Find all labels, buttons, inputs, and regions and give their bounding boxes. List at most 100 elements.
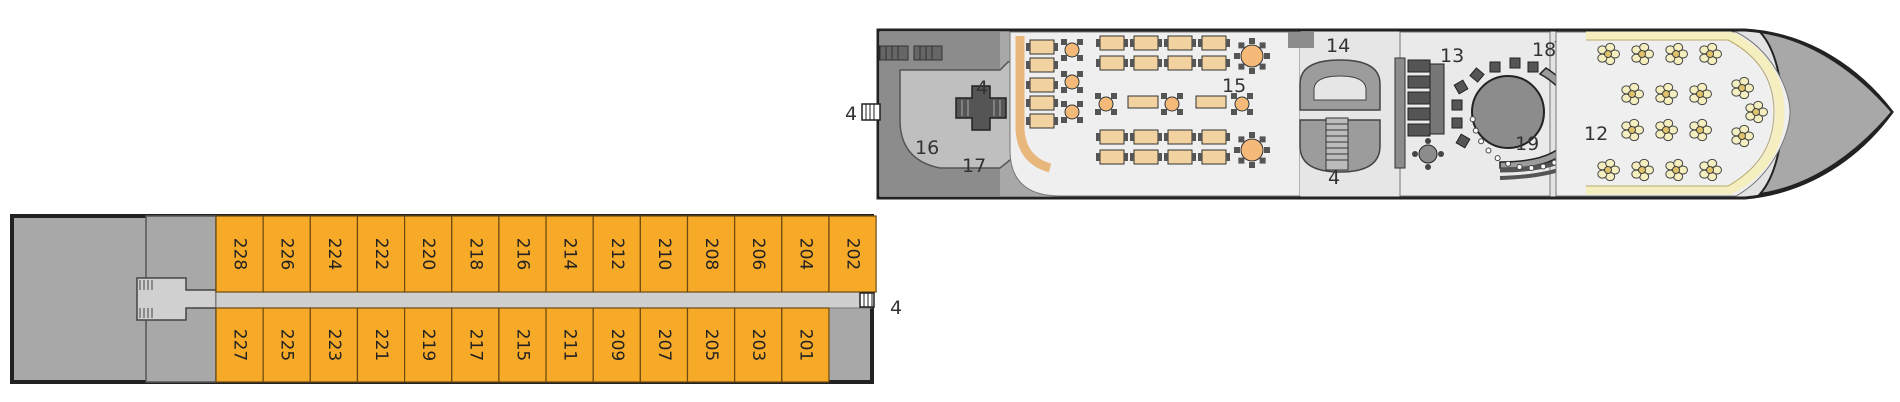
cabin-212[interactable]: 212 bbox=[592, 215, 641, 293]
cabin-204[interactable]: 204 bbox=[781, 215, 830, 293]
cabin-206[interactable]: 206 bbox=[734, 215, 783, 293]
table-for-four-icon bbox=[1198, 129, 1230, 145]
cabin-box[interactable] bbox=[451, 215, 500, 293]
restaurant-tables bbox=[1026, 35, 1270, 168]
cabin-box[interactable] bbox=[498, 215, 547, 293]
lounge-seat-group-icon bbox=[1699, 42, 1722, 66]
cabin-box[interactable] bbox=[734, 307, 783, 383]
cabin-box[interactable] bbox=[404, 307, 453, 383]
table-for-four-icon bbox=[1026, 39, 1058, 55]
cabin-223[interactable]: 223 bbox=[309, 307, 359, 383]
area-19-label: 19 bbox=[1515, 133, 1539, 155]
cabin-201[interactable]: 201 bbox=[781, 307, 830, 383]
round-table-icon bbox=[1234, 132, 1270, 168]
cabin-219[interactable]: 219 bbox=[404, 307, 453, 383]
cabin-number: 205 bbox=[701, 329, 721, 361]
cabin-box[interactable] bbox=[309, 215, 359, 293]
cabin-box[interactable] bbox=[262, 215, 311, 293]
cabin-box[interactable] bbox=[639, 307, 689, 383]
cabin-number: 201 bbox=[795, 329, 815, 361]
cabin-box[interactable] bbox=[686, 307, 736, 383]
cabin-209[interactable]: 209 bbox=[592, 307, 641, 383]
cabin-218[interactable]: 218 bbox=[451, 215, 500, 293]
cabin-number: 219 bbox=[418, 329, 438, 361]
cabin-214[interactable]: 214 bbox=[545, 215, 594, 293]
cabin-box[interactable] bbox=[356, 215, 406, 293]
cabin-box[interactable] bbox=[734, 215, 783, 293]
cabin-207[interactable]: 207 bbox=[639, 307, 689, 383]
cabin-number: 221 bbox=[371, 329, 391, 361]
bar-round-table bbox=[1418, 144, 1438, 164]
cabin-222[interactable]: 222 bbox=[356, 215, 406, 293]
cabin-216[interactable]: 216 bbox=[498, 215, 547, 293]
observation-lounge bbox=[1555, 31, 1791, 197]
cabin-224[interactable]: 224 bbox=[309, 215, 359, 293]
cabin-box[interactable] bbox=[545, 307, 594, 383]
cabin-box[interactable] bbox=[309, 307, 359, 383]
cabin-210[interactable]: 210 bbox=[639, 215, 689, 293]
cabin-box[interactable] bbox=[262, 307, 311, 383]
cabin-203[interactable]: 203 bbox=[734, 307, 783, 383]
cabin-227[interactable]: 227 bbox=[215, 307, 264, 383]
cabin-number: 216 bbox=[512, 238, 532, 270]
cabin-number: 211 bbox=[560, 329, 580, 361]
cabin-box[interactable] bbox=[356, 307, 406, 383]
observation-window-bench bbox=[1586, 31, 1785, 195]
cabin-number: 226 bbox=[277, 238, 297, 270]
cabin-box[interactable] bbox=[592, 307, 641, 383]
cabin-205[interactable]: 205 bbox=[686, 307, 736, 383]
cabin-215[interactable]: 215 bbox=[498, 307, 547, 383]
cabin-box[interactable] bbox=[781, 307, 830, 383]
aft-cross-staircase-icon bbox=[955, 85, 1007, 131]
mid-stairs-icon bbox=[1325, 117, 1349, 171]
cabin-box[interactable] bbox=[828, 215, 877, 293]
cabin-number: 204 bbox=[795, 238, 815, 270]
cabin-208[interactable]: 208 bbox=[686, 215, 736, 293]
cabin-box[interactable] bbox=[686, 215, 736, 293]
cabin-box[interactable] bbox=[545, 215, 594, 293]
area-17-label: 17 bbox=[962, 155, 986, 177]
cross-stair-steps bbox=[961, 100, 1001, 116]
cabin-number: 202 bbox=[843, 238, 863, 270]
table-for-four-icon bbox=[1026, 57, 1058, 73]
restaurant-bench bbox=[1015, 36, 1052, 173]
area-14-label: 14 bbox=[1326, 35, 1350, 57]
cabin-221[interactable]: 221 bbox=[356, 307, 406, 383]
cabin-228[interactable]: 228 bbox=[215, 215, 264, 293]
lounge-seat-group-icon bbox=[1631, 158, 1654, 182]
bar-counter bbox=[1394, 57, 1406, 169]
cabin-box[interactable] bbox=[592, 215, 641, 293]
cabin-217[interactable]: 217 bbox=[451, 307, 500, 383]
lounge-seat-group-icon bbox=[1597, 158, 1620, 182]
cabin-box[interactable] bbox=[404, 215, 453, 293]
cabin-box[interactable] bbox=[215, 307, 264, 383]
cabin-number: 210 bbox=[654, 238, 674, 270]
lounge-seat-group-icon bbox=[1655, 118, 1678, 142]
cabin-number: 203 bbox=[748, 329, 768, 361]
cabin-box[interactable] bbox=[215, 215, 264, 293]
lounge-seat-group-icon bbox=[1731, 124, 1754, 148]
cabin-225[interactable]: 225 bbox=[262, 307, 311, 383]
area-15-label: 15 bbox=[1222, 75, 1246, 97]
table-for-four-icon bbox=[1096, 149, 1128, 165]
stairs-left-label: 4 bbox=[845, 103, 857, 125]
cabin-211[interactable]: 211 bbox=[545, 307, 594, 383]
area-13-label: 13 bbox=[1440, 45, 1464, 67]
table-for-four-icon bbox=[1164, 55, 1196, 71]
table-for-four-icon bbox=[1026, 77, 1058, 93]
cabin-box[interactable] bbox=[639, 215, 689, 293]
cabin-202[interactable]: 202 bbox=[828, 215, 877, 293]
cabin-220[interactable]: 220 bbox=[404, 215, 453, 293]
diagonal-table-icon bbox=[1061, 101, 1083, 123]
cabin-number: 222 bbox=[371, 238, 391, 270]
table-for-four-icon bbox=[1164, 149, 1196, 165]
cabin-226[interactable]: 226 bbox=[262, 215, 311, 293]
cabin-number: 225 bbox=[277, 329, 297, 361]
cabin-box[interactable] bbox=[781, 215, 830, 293]
diagonal-table-icon bbox=[1095, 93, 1117, 115]
aft-steps-icon bbox=[139, 280, 153, 318]
cabin-number: 217 bbox=[465, 329, 485, 361]
circular-bar bbox=[1471, 75, 1545, 149]
